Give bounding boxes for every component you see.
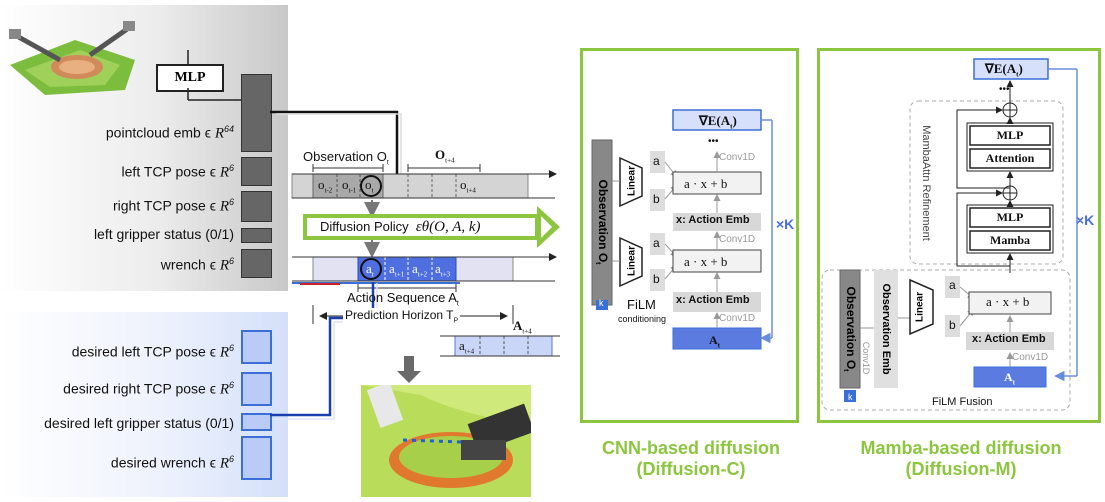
right-tcp-box — [241, 191, 272, 222]
act-cell: at+3 — [435, 261, 451, 279]
mamba-title: Mamba-based diffusion (Diffusion-M) — [860, 438, 1062, 479]
cnn-film: FiLM — [627, 297, 656, 312]
left-tcp-box — [241, 157, 272, 186]
pointcloud-image — [9, 21, 135, 95]
desired-left-tcp-box — [241, 330, 272, 364]
cnn-grad: ∇E(At) — [699, 113, 737, 131]
a-next-label: At+4 — [513, 318, 532, 336]
cnn-conv: Conv1D — [719, 313, 756, 324]
mlp-box: MLP — [156, 64, 224, 92]
cnn-times-k: ×K — [776, 216, 795, 232]
cnn-action-emb: x: Action Emb — [676, 214, 750, 226]
mamba-mlp: MLP — [996, 210, 1024, 224]
mamba-panel — [817, 48, 1101, 423]
mamba-linear-label: Linear — [914, 291, 926, 323]
mamba-mamba: Mamba — [990, 233, 1030, 247]
act-cell: at — [366, 261, 374, 279]
mamba-attention: Attention — [985, 151, 1035, 165]
obs-cell: ot-2 — [318, 177, 333, 195]
action-connector — [270, 282, 375, 417]
cnn-linear-label: Linear — [626, 165, 638, 197]
mamba-obs-label: Observation Ot — [841, 286, 859, 372]
desired-wrench-box — [241, 436, 272, 480]
cnn-title: CNN-based diffusion (Diffusion-C) — [602, 438, 780, 479]
act-output-label: desired left gripper status (0/1) — [44, 415, 234, 431]
wrench-box — [241, 249, 272, 278]
horizon-label: Prediction Horizon TP — [343, 308, 461, 325]
cnn-panel — [580, 48, 799, 423]
mamba-refine-label: MambaAttn Refinement — [920, 125, 932, 241]
cnn-action-emb: x: Action Emb — [676, 294, 750, 306]
policy-label: Diffusion Policy εθ(O, A, k) — [320, 219, 481, 235]
act-output-label: desired left TCP pose ϵ R6 — [71, 343, 234, 361]
mamba-action-emb: x: Action Emb — [972, 333, 1046, 345]
desired-gripper-box — [241, 413, 272, 431]
mamba-obs-emb-label: Observation Emb — [880, 283, 892, 375]
act-cell: at+1 — [389, 261, 405, 279]
obs-input-label: left TCP pose ϵ R6 — [121, 163, 234, 181]
robot-photo — [361, 385, 531, 497]
act-output-label: desired right TCP pose ϵ R6 — [63, 380, 234, 398]
obs-next-label: Ot+4 — [435, 147, 455, 165]
obs-cell: ot-1 — [342, 177, 357, 195]
cnn-diagram — [591, 109, 773, 350]
mamba-conv: Conv1D — [1012, 352, 1049, 363]
mamba-dots: ••• — [999, 84, 1010, 95]
mamba-mlp: MLP — [996, 128, 1024, 142]
cnn-formula: a · x + b — [684, 254, 728, 269]
action-panel-bg — [0, 312, 288, 497]
mamba-film-fusion: FiLM Fusion — [932, 396, 993, 408]
obs-connector — [270, 110, 399, 184]
act-cell: at+2 — [412, 261, 428, 279]
cnn-k: k — [599, 298, 604, 308]
cnn-b: b — [653, 272, 660, 286]
cnn-film-sub: conditioning — [618, 314, 667, 324]
obs-input-label: right TCP pose ϵ R6 — [112, 197, 234, 215]
act-output-label: desired wrench ϵ R6 — [110, 454, 234, 472]
obs-input-label: left gripper status (0/1) — [93, 226, 234, 242]
obs-label: Observation Ot — [303, 149, 389, 167]
a-next-cell: at+4 — [459, 338, 475, 356]
left-gripper-box — [241, 228, 272, 243]
cnn-obs-label: Observation Ot — [593, 179, 611, 265]
obs-input-label: pointcloud emb ϵ R64 — [105, 124, 234, 142]
cnn-formula: a · x + b — [684, 176, 728, 191]
mamba-at: At — [1004, 370, 1016, 387]
action-seq-label: Action Sequence At — [347, 290, 459, 308]
cnn-a: a — [653, 236, 660, 250]
mamba-k: k — [848, 392, 853, 402]
mamba-diagram — [821, 58, 1078, 411]
obs-future-cell: ot+4 — [460, 177, 476, 195]
mamba-grad: ∇E(At) — [985, 61, 1023, 79]
cnn-conv: Conv1D — [719, 152, 756, 163]
mamba-a: a — [949, 278, 956, 292]
mamba-times-k: ×K — [1076, 212, 1095, 228]
cnn-b: b — [653, 192, 660, 206]
cnn-linear-label: Linear — [626, 245, 638, 277]
mamba-b: b — [949, 318, 956, 332]
mamba-conv-label: Conv1D — [861, 341, 871, 375]
cnn-conv: Conv1D — [719, 234, 756, 245]
obs-cell: ot — [365, 177, 374, 195]
mamba-formula: a · x + b — [986, 294, 1030, 309]
timeline-diagram — [187, 50, 560, 420]
mlp-label: MLP — [174, 70, 206, 85]
obs-input-label: wrench ϵ R6 — [160, 256, 234, 274]
cnn-at: At — [709, 333, 721, 350]
desired-right-tcp-box — [241, 372, 272, 406]
cnn-dots: ••• — [708, 136, 719, 147]
cnn-a: a — [653, 154, 660, 168]
